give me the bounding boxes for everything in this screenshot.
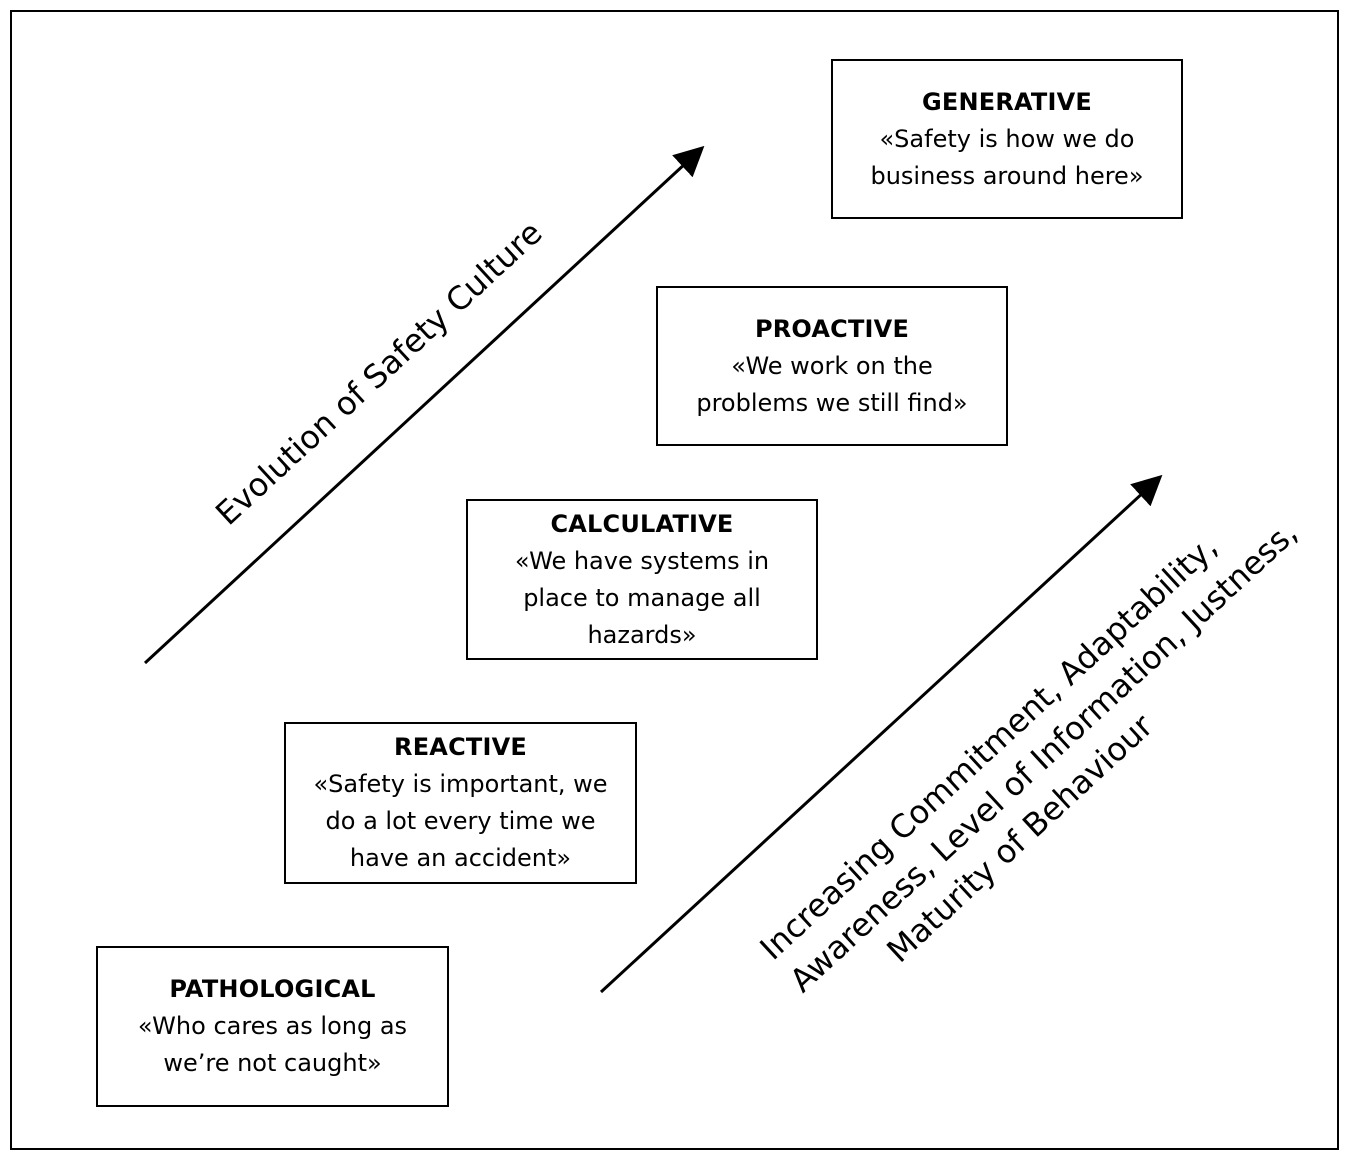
stage-pathological-title: PATHOLOGICAL	[169, 975, 376, 1003]
stage-calculative-quote: «We have systems in place to manage all …	[514, 546, 770, 649]
stage-calculative-title: CALCULATIVE	[550, 509, 734, 538]
stage-reactive: REACTIVE «Safety is important, we do a l…	[284, 722, 637, 884]
stage-reactive-title: REACTIVE	[394, 733, 527, 761]
stage-generative-title: GENERATIVE	[921, 87, 1093, 116]
increasing-arrow	[599, 474, 1163, 994]
stage-generative-quote: «Safety is how we do business around her…	[870, 124, 1144, 190]
stage-proactive: PROACTIVE «We work on the problems we st…	[656, 286, 1008, 446]
evolution-arrow	[143, 145, 705, 665]
stage-pathological: PATHOLOGICAL «Who cares as long as we’re…	[96, 946, 449, 1107]
diagram-frame	[10, 10, 1339, 1150]
stage-generative: GENERATIVE «Safety is how we do business…	[831, 59, 1183, 219]
stage-pathological-quote: «Who cares as long as we’re not caught»	[137, 1012, 408, 1077]
stage-calculative: CALCULATIVE «We have systems in place to…	[466, 499, 818, 660]
stage-reactive-quote: «Safety is important, we do a lot every …	[313, 770, 608, 872]
stage-proactive-title: PROACTIVE	[754, 314, 910, 343]
stage-proactive-quote: «We work on the problems we still find»	[696, 351, 968, 417]
